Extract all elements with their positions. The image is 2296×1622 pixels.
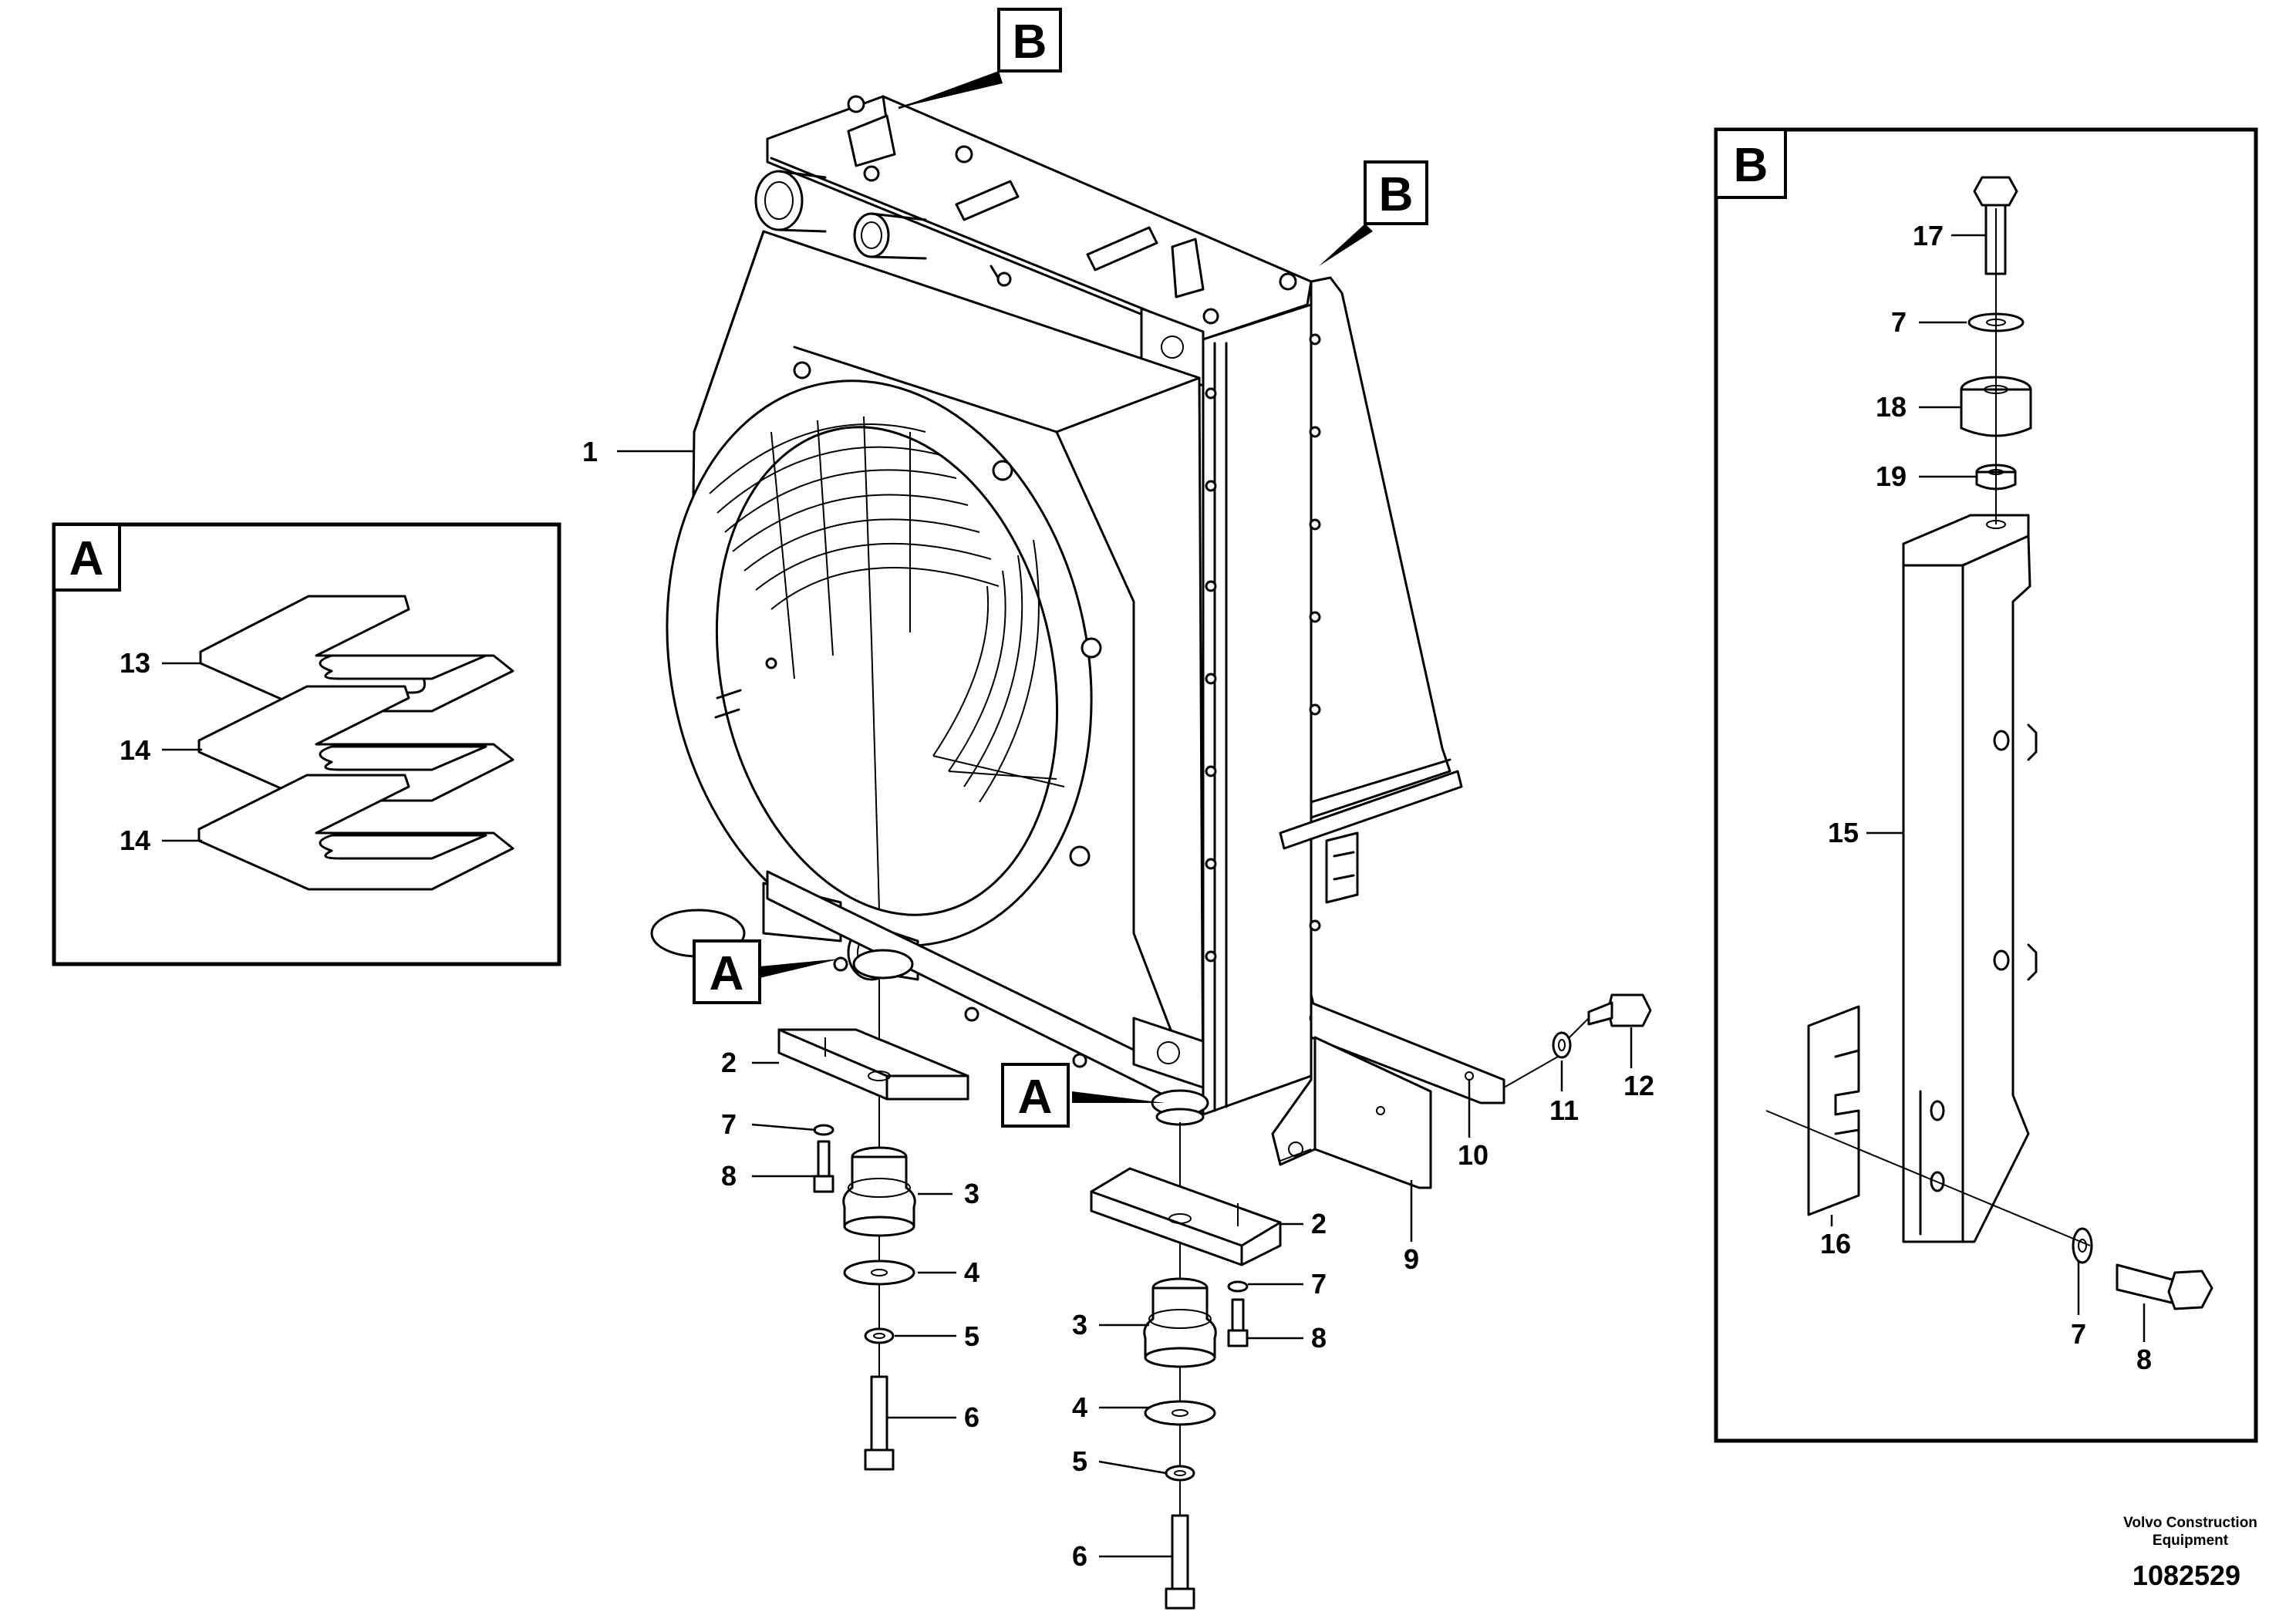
part-label-4-right: 4 (1072, 1391, 1087, 1423)
part-label-8-left: 8 (721, 1160, 737, 1192)
part-number-labels: 1 13 14 14 2 7 8 3 4 5 6 2 7 8 3 4 5 6 9… (120, 220, 2152, 1572)
part-label-12: 12 (1623, 1070, 1654, 1101)
part-label-14b: 14 (120, 824, 150, 856)
footer-company-line2: Equipment (2153, 1533, 2229, 1549)
drawing-number: 1082529 (2132, 1560, 2240, 1591)
callout-tag-a-right (1001, 1063, 1165, 1128)
left-mount-stack (777, 980, 969, 1471)
callout-tag-b-top (898, 8, 1062, 110)
callout-tag-a-left (693, 939, 841, 1004)
part-label-6-right: 6 (1072, 1540, 1087, 1572)
right-mount-stack (1090, 1122, 1282, 1610)
part-label-4-left: 4 (964, 1256, 979, 1288)
detail-a-panel (52, 522, 561, 966)
detail-b-panel (1714, 127, 2258, 1443)
part-label-15: 15 (1828, 817, 1859, 848)
part-label-17: 17 (1913, 220, 1944, 251)
part-label-5-left: 5 (964, 1320, 979, 1352)
part-label-3-left: 3 (964, 1178, 979, 1209)
tag-b-top-label: B (1013, 15, 1047, 69)
tag-labels: B B A A A B (69, 15, 1768, 1124)
part-label-18: 18 (1876, 391, 1907, 423)
radiator-assembly (650, 95, 1463, 1166)
part-label-7-detail-top: 7 (1891, 306, 1907, 338)
part-label-7-detail-bottom: 7 (2071, 1318, 2086, 1350)
part-label-2-left: 2 (721, 1047, 737, 1078)
detail-a-tag-label: A (69, 532, 104, 585)
part-label-11: 11 (1549, 1094, 1579, 1126)
part-label-8-detail: 8 (2136, 1344, 2152, 1375)
tag-a-left-label: A (710, 947, 744, 1000)
footer-block: Volvo Construction Equipment 1082529 (2123, 1515, 2257, 1591)
part-label-3-right: 3 (1072, 1309, 1087, 1340)
part-label-10: 10 (1458, 1139, 1489, 1171)
part-label-6-left: 6 (964, 1401, 979, 1433)
part-label-16: 16 (1820, 1228, 1851, 1259)
part-label-5-right: 5 (1072, 1445, 1087, 1477)
tag-a-right-label: A (1018, 1071, 1053, 1124)
callout-tag-b-right (1319, 160, 1428, 266)
part-label-13: 13 (120, 647, 150, 679)
leader-lines (162, 234, 2146, 1558)
part-label-8-right: 8 (1311, 1322, 1327, 1354)
footer-company-line1: Volvo Construction (2123, 1515, 2257, 1531)
part-label-19: 19 (1876, 460, 1907, 492)
part-label-1: 1 (582, 436, 598, 467)
tag-b-right-label: B (1379, 168, 1414, 221)
part-label-2-right: 2 (1311, 1208, 1327, 1239)
part-label-9: 9 (1404, 1243, 1419, 1275)
part-label-7-left: 7 (721, 1108, 737, 1140)
detail-b-tag-label: B (1734, 139, 1768, 192)
part-label-7-right: 7 (1311, 1268, 1327, 1300)
side-brackets (1279, 993, 1652, 1189)
part-label-14a: 14 (120, 734, 150, 766)
